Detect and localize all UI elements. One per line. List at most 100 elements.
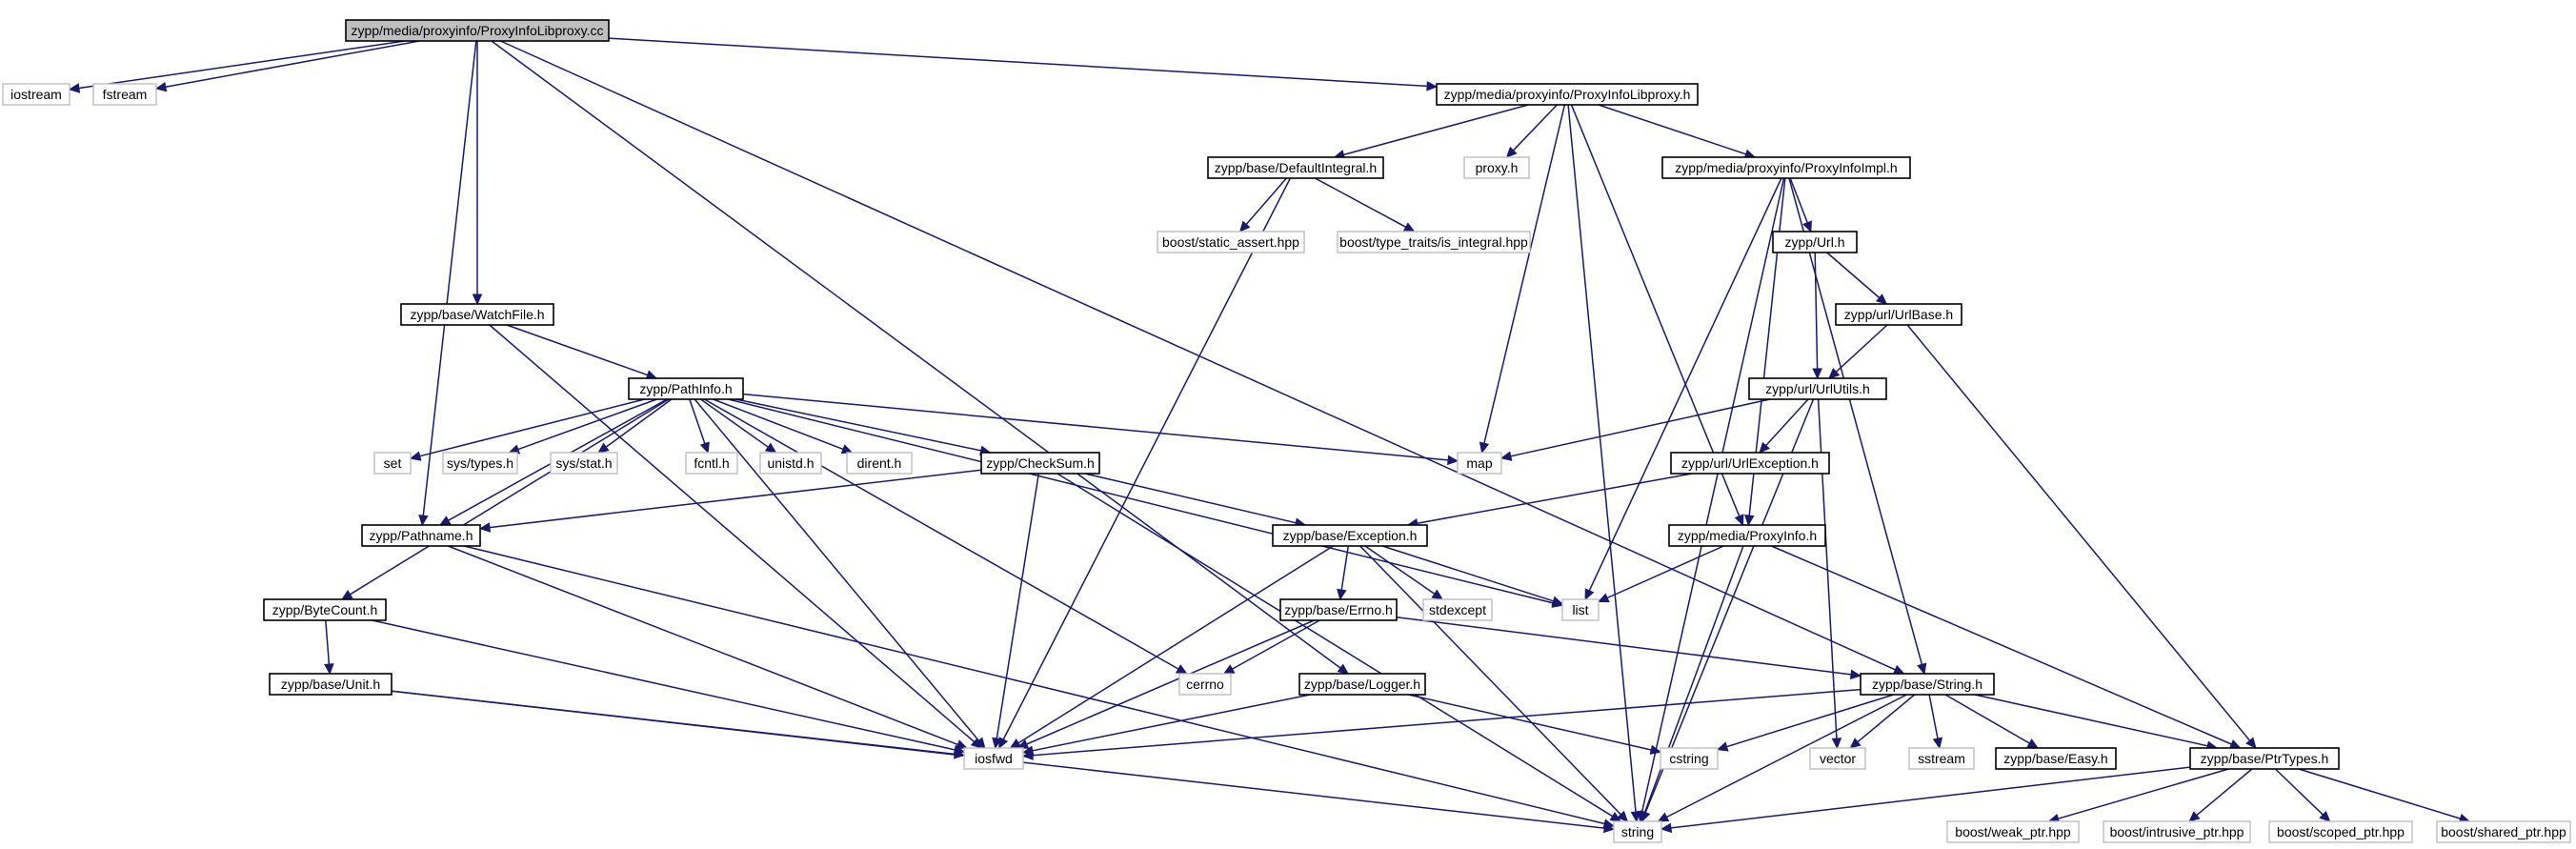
arrowhead-bytecount-unit [324, 663, 334, 676]
node-map: map [1457, 452, 1502, 475]
node-pathname[interactable]: zypp/Pathname.h [361, 524, 481, 547]
node-label: cerrno [1186, 677, 1224, 692]
edge-urlutils-map [1510, 398, 1771, 457]
node-box [1748, 377, 1887, 400]
edge-urlh-urlutils [1814, 252, 1819, 370]
edge-plh-map [1483, 104, 1566, 444]
arrowhead-errno-stringh [1849, 669, 1862, 680]
node-label: zypp/base/Easy.h [2003, 751, 2107, 766]
arrowhead-plh-proxyinfo [1734, 514, 1744, 527]
arrowhead-pimpl-urlh [1802, 220, 1812, 233]
edge-watch-pathinfo [506, 324, 648, 376]
arrowhead-pathinfo-map [1447, 455, 1459, 466]
edge-pathinfo-iosfwd [694, 398, 979, 741]
arrowhead-exception-list [1551, 596, 1564, 606]
node-box [1207, 156, 1384, 179]
arrowhead-pathinfo-bytecount [340, 589, 353, 600]
node-label: boost/scoped_ptr.hpp [2277, 824, 2405, 839]
node-box [1178, 673, 1232, 696]
edge-stringh-easy [1944, 694, 2030, 744]
edge-pathinfo-fcntl [689, 398, 706, 444]
node-shared: boost/shared_ptr.hpp [2436, 820, 2571, 843]
node-label: zypp/CheckSum.h [986, 455, 1095, 471]
node-label: zypp/base/DefaultIntegral.h [1215, 160, 1377, 175]
edge-pathinfo-unistd [700, 398, 769, 448]
node-label: zypp/base/WatchFile.h [410, 307, 544, 322]
arrowhead-pathinfo-sysstat [597, 442, 610, 454]
node-stringh[interactable]: zypp/base/String.h [1860, 673, 1995, 696]
node-bytecount[interactable]: zypp/ByteCount.h [263, 598, 387, 621]
node-label: zypp/base/Errno.h [1284, 602, 1393, 617]
edge-root-stringh [500, 40, 1896, 671]
node-label: boost/intrusive_ptr.hpp [2110, 824, 2244, 839]
arrowhead-root-stringh [1892, 664, 1905, 675]
node-box [1772, 231, 1858, 253]
node-ptrtypes[interactable]: zypp/base/PtrTypes.h [2189, 747, 2340, 770]
node-label: zypp/base/PtrTypes.h [2201, 751, 2329, 766]
arrowhead-pathinfo-set [409, 451, 422, 461]
arrowhead-checksum-iosfwd [992, 737, 1002, 750]
node-plh[interactable]: zypp/media/proxyinfo/ProxyInfoLibproxy.h [1436, 83, 1699, 106]
node-box [1457, 452, 1502, 475]
node-errno[interactable]: zypp/base/Errno.h [1279, 598, 1398, 621]
edge-pathinfo-list [728, 398, 1554, 604]
node-urlh[interactable]: zypp/Url.h [1772, 231, 1858, 253]
node-defint[interactable]: zypp/base/DefaultIntegral.h [1207, 156, 1384, 179]
node-urlutils[interactable]: zypp/url/UrlUtils.h [1748, 377, 1887, 400]
arrowhead-urlutils-map [1499, 451, 1513, 461]
arrowhead-pimpl-proxyinfo [1743, 515, 1755, 527]
node-label: string [1621, 824, 1654, 839]
edge-pathname-string [464, 545, 1605, 825]
arrowhead-urlutils-vector [1831, 738, 1842, 750]
node-box [373, 452, 412, 475]
node-box [628, 377, 744, 400]
edge-pathinfo-map [742, 393, 1449, 461]
node-label: zypp/media/proxyinfo/ProxyInfoLibproxy.h [1444, 87, 1691, 102]
node-watch[interactable]: zypp/base/WatchFile.h [400, 303, 554, 326]
edge-plh-string [1567, 104, 1637, 813]
node-exception[interactable]: zypp/base/Exception.h [1272, 524, 1428, 547]
node-box [1670, 452, 1830, 475]
edge-defint-iosfwd [1002, 177, 1292, 740]
node-intrusive: boost/intrusive_ptr.hpp [2103, 820, 2251, 843]
arrowhead-unit-string [1603, 822, 1616, 834]
node-pathinfo[interactable]: zypp/PathInfo.h [628, 377, 744, 400]
node-pimpl[interactable]: zypp/media/proxyinfo/ProxyInfoImpl.h [1661, 156, 1911, 179]
node-urlbase[interactable]: zypp/url/UrlBase.h [1835, 303, 1962, 326]
node-box [345, 19, 610, 42]
node-root[interactable]: zypp/media/proxyinfo/ProxyInfoLibproxy.c… [345, 19, 610, 42]
node-box [1908, 747, 1975, 770]
node-proxyinfo[interactable]: zypp/media/ProxyInfo.h [1668, 524, 1826, 547]
node-label: zypp/url/UrlUtils.h [1765, 381, 1870, 396]
arrowhead-root-pathname [418, 515, 429, 527]
edge-exception-errno [1340, 545, 1350, 591]
node-unistd: unistd.h [759, 452, 822, 475]
node-logger[interactable]: zypp/base/Logger.h [1298, 673, 1426, 696]
node-box [1809, 747, 1866, 770]
arrowhead-pathname-iosfwd [956, 739, 968, 750]
node-label: vector [1820, 751, 1856, 766]
arrowhead-stringh-cstring [1716, 741, 1729, 752]
node-label: zypp/url/UrlBase.h [1844, 307, 1953, 322]
edge-errno-cerrno [1232, 619, 1320, 670]
edge-exception-iosfwd [1017, 545, 1334, 744]
node-unit[interactable]: zypp/base/Unit.h [269, 673, 392, 696]
edge-pathinfo-set [419, 398, 645, 457]
node-label: zypp/Url.h [1784, 234, 1844, 250]
edge-ptrtypes-shared [2298, 768, 2461, 819]
arrowhead-root-iostream [68, 83, 81, 93]
arrowhead-defint-isint [1402, 222, 1416, 232]
node-urlexc[interactable]: zypp/url/UrlException.h [1670, 452, 1830, 475]
node-easy[interactable]: zypp/base/Easy.h [1995, 747, 2117, 770]
node-box [2436, 820, 2571, 843]
arrowhead-exception-iosfwd [1009, 738, 1022, 749]
edge-defint-isint [1315, 177, 1407, 228]
node-box [1995, 747, 2117, 770]
arrowhead-urlh-urlutils [1812, 368, 1822, 380]
node-label: boost/type_traits/is_integral.hpp [1339, 234, 1528, 250]
node-checksum[interactable]: zypp/CheckSum.h [980, 452, 1100, 475]
node-label: zypp/Pathname.h [370, 528, 473, 543]
edge-stringh-cstring [1726, 694, 1894, 748]
node-systypes: sys/types.h [442, 452, 518, 475]
node-label: unistd.h [767, 455, 814, 471]
